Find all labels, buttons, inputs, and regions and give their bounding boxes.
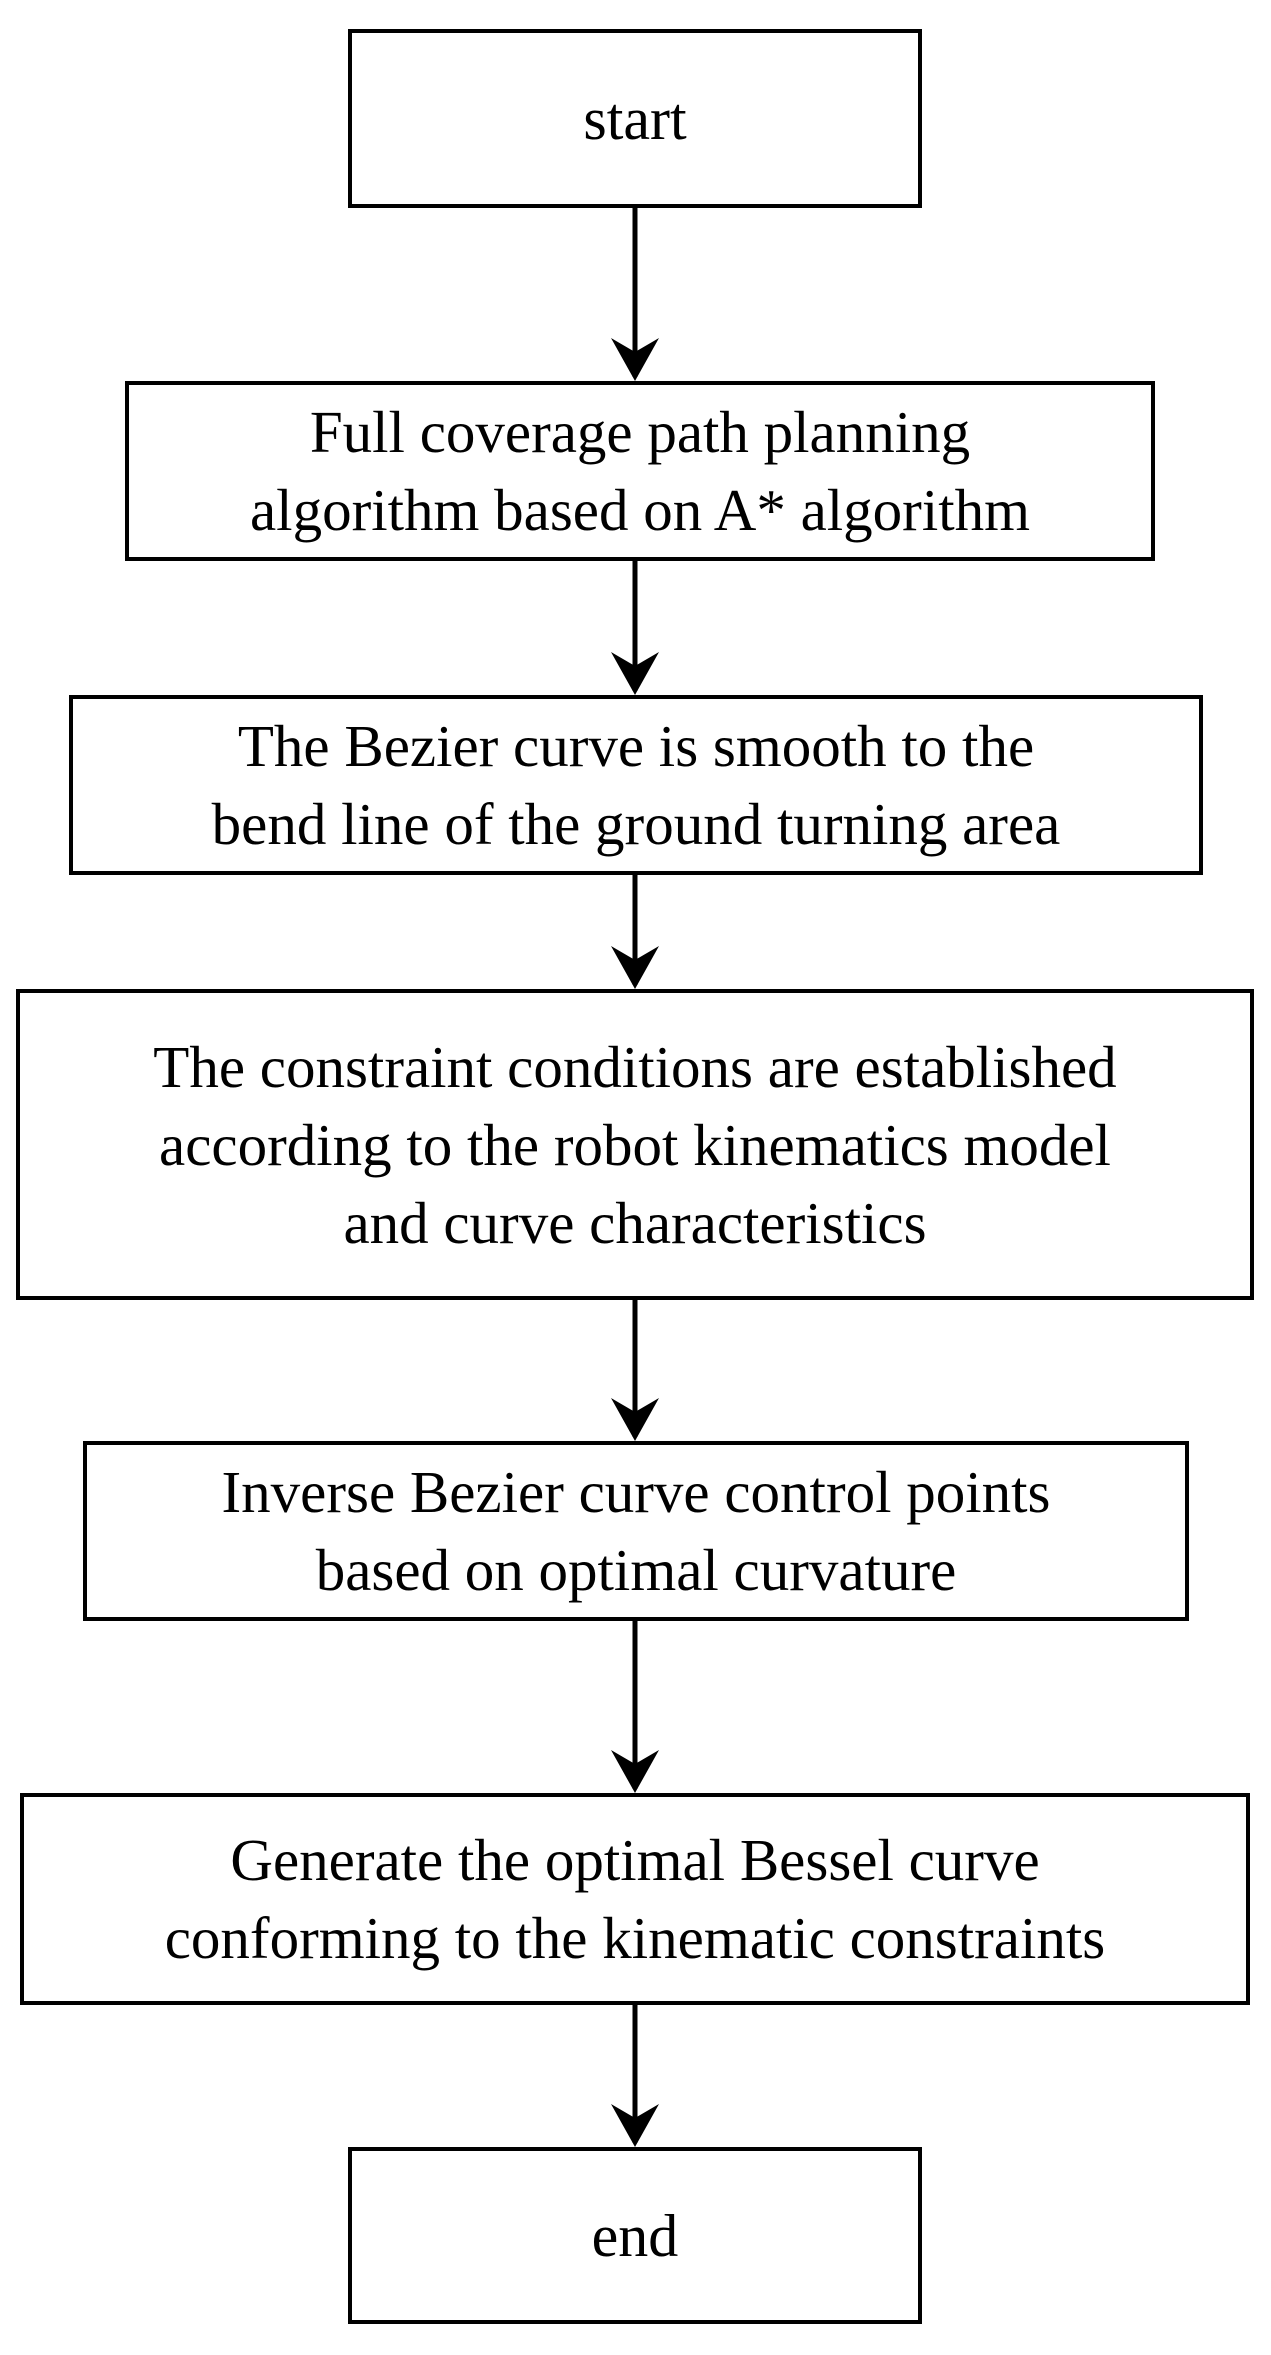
- step-1-line-1: Full coverage path planning: [309, 399, 971, 465]
- step-2-line-2: bend line of the ground turning area: [211, 791, 1061, 857]
- step-1-line-2: algorithm based on A* algorithm: [250, 477, 1030, 543]
- end-node: end: [348, 2147, 922, 2324]
- start-node: start: [348, 29, 922, 208]
- step-inverse-control-points: Inverse Bezier curve control points base…: [83, 1441, 1189, 1621]
- arrowhead-start-to-step-1: [611, 338, 659, 381]
- step-3-line-1: The constraint conditions are establishe…: [153, 1033, 1117, 1100]
- step-generate-optimal-curve: Generate the optimal Bessel curve confor…: [20, 1793, 1250, 2005]
- step-3-line-2: according to the robot kinematics model: [159, 1111, 1111, 1178]
- arrowhead-step-5-to-end: [611, 2104, 659, 2147]
- step-5-line-1: Generate the optimal Bessel curve: [230, 1827, 1040, 1893]
- step-constraint-conditions: The constraint conditions are establishe…: [16, 989, 1254, 1300]
- arrowhead-step-1-to-step-2: [611, 652, 659, 695]
- step-full-coverage-path-planning: Full coverage path planning algorithm ba…: [125, 381, 1155, 561]
- end-label: end: [591, 2202, 679, 2269]
- step-bezier-smoothing: The Bezier curve is smooth to the bend l…: [69, 695, 1203, 875]
- step-2-line-1: The Bezier curve is smooth to the: [237, 713, 1035, 779]
- arrowhead-step-3-to-step-4: [611, 1398, 659, 1441]
- step-3-line-3: and curve characteristics: [343, 1189, 927, 1256]
- step-5-line-2: conforming to the kinematic constraints: [164, 1905, 1106, 1971]
- start-label: start: [583, 85, 687, 152]
- arrowhead-step-4-to-step-5: [611, 1750, 659, 1793]
- step-4-line-1: Inverse Bezier curve control points: [221, 1459, 1051, 1525]
- arrowhead-step-2-to-step-3: [611, 946, 659, 989]
- step-4-line-2: based on optimal curvature: [315, 1537, 957, 1603]
